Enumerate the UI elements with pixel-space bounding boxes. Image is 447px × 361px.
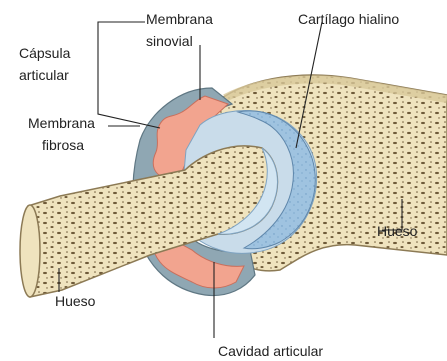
label-membrana-fibrosa-line1: Membrana (28, 115, 95, 131)
label-membrana-sinovial-line2: sinovial (146, 33, 193, 49)
label-cavidad-articular: Cavidad articular (218, 343, 323, 359)
label-hueso-right: Hueso (377, 223, 418, 239)
label-membrana-fibrosa-line2: fibrosa (42, 137, 84, 153)
label-membrana-sinovial-line1: Membrana (146, 11, 213, 27)
label-hueso-left: Hueso (55, 293, 96, 309)
label-capsula-line1: Cápsula (19, 45, 71, 61)
label-capsula-line2: articular (19, 67, 69, 83)
label-cartilago-hialino: Cartílago hialino (298, 11, 399, 27)
